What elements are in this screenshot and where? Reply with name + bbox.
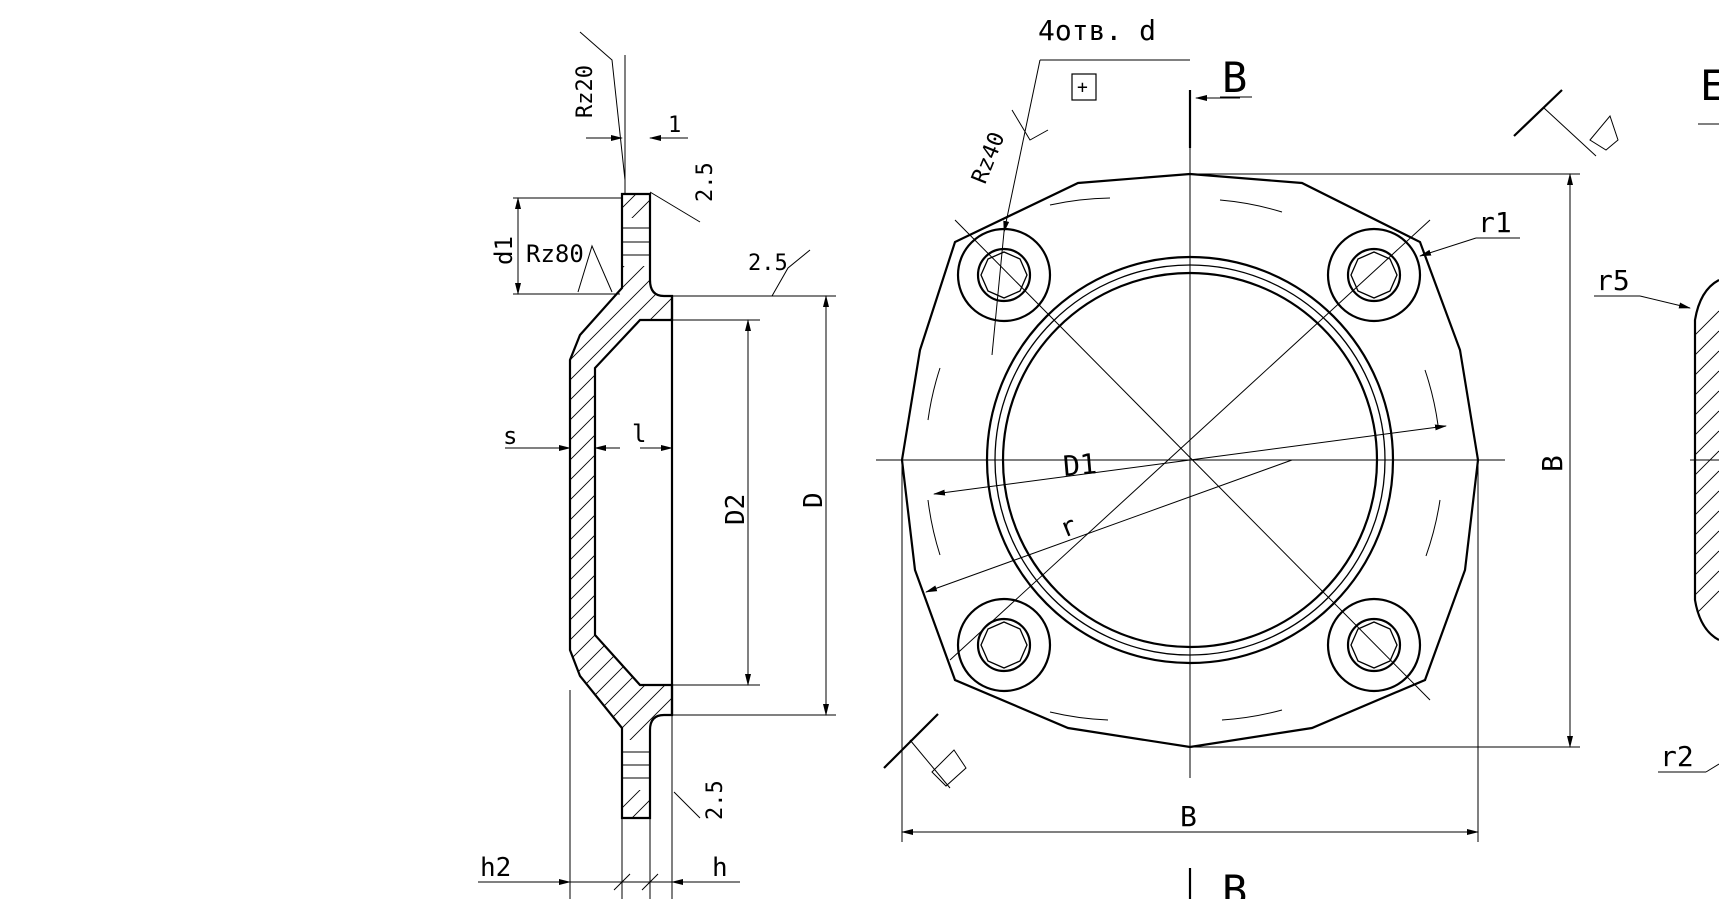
side-view-dimensions: Rz20 1 2.5 d1 Rz80 2.5 D2 D	[478, 31, 836, 899]
d1-diameter-label: D1	[1062, 447, 1098, 483]
section-e-label: E	[1700, 61, 1719, 110]
d1-label: d1	[490, 236, 518, 265]
l-label: l	[632, 420, 646, 448]
front-view-dimensions: 4отв. d + Rz40 B B r1 D1 r B	[883, 14, 1619, 899]
dim-2-5-top-label: 2.5	[693, 162, 718, 202]
h-label: h	[712, 853, 728, 883]
b-right-label: B	[1536, 455, 1569, 472]
dim-2-5-bottom-label: 2.5	[703, 780, 728, 820]
d-label: D	[799, 492, 829, 508]
bolt-hole-br	[1326, 597, 1422, 693]
holes-note: 4отв. d	[1038, 14, 1156, 47]
weld-symbol-top	[1513, 89, 1619, 157]
front-view	[876, 148, 1505, 778]
r5-label: r5	[1596, 264, 1630, 297]
b-bottom-label: B	[1180, 800, 1197, 833]
rz40-label: Rz40	[967, 129, 1010, 187]
r-label: r	[1055, 511, 1081, 545]
weld-symbol-bottom	[883, 713, 967, 789]
h2-label: h2	[480, 853, 511, 883]
section-b-bottom: B	[1222, 866, 1247, 899]
bolt-hole-tr	[1326, 227, 1422, 323]
bolt-hole-bl	[956, 597, 1052, 693]
s-label: s	[503, 422, 517, 450]
rz20-label: Rz20	[573, 65, 598, 118]
bolt-hole-tl	[956, 227, 1052, 323]
position-tolerance-frame	[1071, 73, 1097, 101]
partial-right-view: E r5 r2	[1594, 61, 1719, 773]
r1-label: r1	[1478, 206, 1512, 239]
rz80-label: Rz80	[526, 240, 584, 268]
side-section-view	[568, 192, 674, 820]
r2-label: r2	[1660, 740, 1694, 773]
section-b-top: B	[1222, 53, 1247, 102]
dim-1-label: 1	[668, 113, 681, 138]
position-symbol: +	[1077, 77, 1088, 98]
d2-label: D2	[721, 494, 751, 525]
dim-2-5-mid-label: 2.5	[748, 251, 788, 276]
